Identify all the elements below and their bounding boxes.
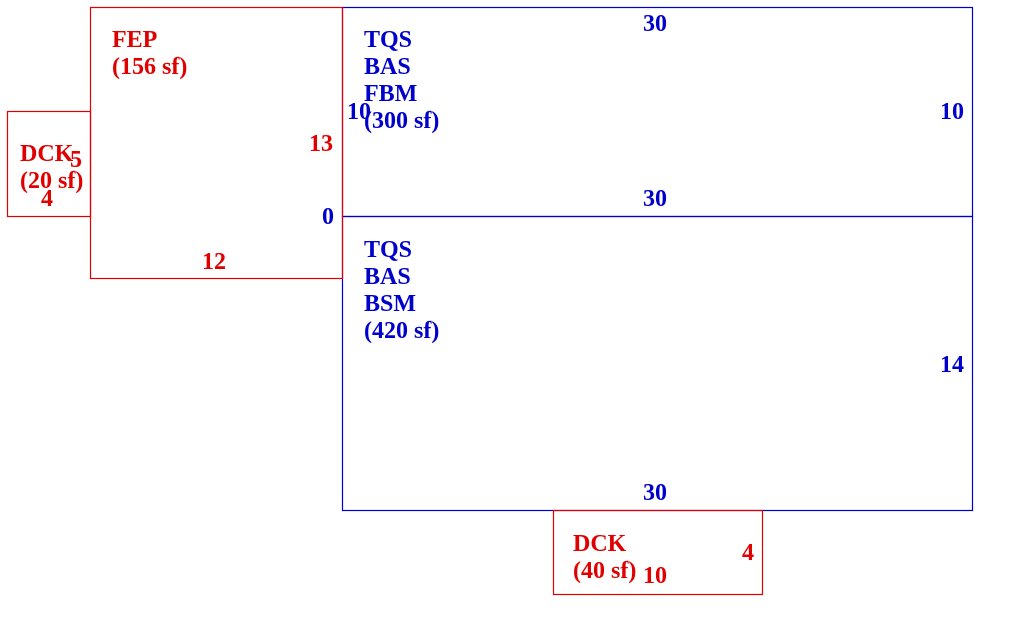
upper-main-code-2: BAS xyxy=(364,54,411,80)
lower-main-dim-bottom: 30 xyxy=(643,480,667,506)
deck-bottom-dim-right: 4 xyxy=(742,540,754,566)
fep-dim-right: 13 xyxy=(309,131,333,157)
deck-left-dim-bottom: 4 xyxy=(41,186,53,212)
upper-main-dim-bottom: 30 xyxy=(643,186,667,212)
deck-left-dim-side: 5 xyxy=(70,147,82,173)
upper-main-code-1: TQS xyxy=(364,27,412,53)
deck-left-outline xyxy=(6,110,92,218)
fep-area-size: (156 sf) xyxy=(112,54,187,80)
upper-main-dim-right: 10 xyxy=(940,99,964,125)
upper-main-code-3: FBM xyxy=(364,81,417,107)
deck-bottom-area-size: (40 sf) xyxy=(573,558,636,584)
deck-bottom-dim-bottom: 10 xyxy=(643,563,667,589)
upper-main-area-size: (300 sf) xyxy=(364,108,439,134)
lower-main-area-outline xyxy=(341,215,974,512)
lower-main-area-size: (420 sf) xyxy=(364,318,439,344)
deck-bottom-code: DCK xyxy=(573,531,627,557)
lower-main-dim-right: 14 xyxy=(940,352,964,378)
deck-bottom-outline xyxy=(552,509,764,596)
deck-left-code: DCK xyxy=(20,141,74,167)
lower-main-code-1: TQS xyxy=(364,237,412,263)
upper-main-dim-left: 10 xyxy=(347,99,371,125)
deck-left-area-size: (20 sf) xyxy=(20,168,83,194)
upper-main-dim-top: 30 xyxy=(643,11,667,37)
fep-dim-zero: 0 xyxy=(322,204,334,230)
lower-main-code-2: BAS xyxy=(364,264,411,290)
fep-code: FEP xyxy=(112,27,157,53)
fep-dim-bottom: 12 xyxy=(202,249,226,275)
lower-main-code-3: BSM xyxy=(364,291,416,317)
